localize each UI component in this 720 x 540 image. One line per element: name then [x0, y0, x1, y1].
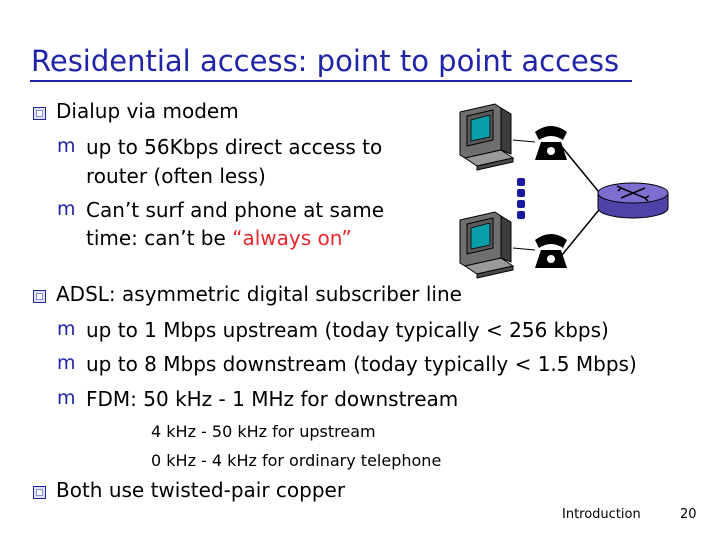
adsl-item-upstream: up to 1 Mbps upstream (today typically <… — [86, 318, 609, 342]
adsl-sub-line-telephone: 0 kHz - 4 kHz for ordinary telephone — [151, 451, 442, 470]
bullet-marker — [33, 107, 46, 120]
slide-title: Residential access: point to point acces… — [31, 44, 620, 78]
computer-icon — [459, 211, 515, 279]
telephone-icon — [535, 234, 567, 268]
adsl-sub-line-upstream: 4 kHz - 50 kHz for upstream — [151, 422, 376, 441]
adsl-item-fdm: FDM: 50 kHz - 1 MHz for downstream — [86, 387, 459, 411]
bullet-marker — [33, 290, 46, 303]
adsl-heading: ADSL: asymmetric digital subscriber line — [56, 282, 462, 306]
title-underline — [30, 80, 632, 82]
dots-icon — [517, 178, 525, 219]
computer-icon — [459, 103, 515, 171]
router-icon — [597, 182, 669, 219]
dialup-item-2-line2: time: can’t be “always on” — [86, 226, 352, 250]
footer-section: Introduction — [562, 507, 641, 522]
adsl-item-downstream: up to 8 Mbps downstream (today typically… — [86, 352, 637, 376]
sub-bullet-marker: m — [57, 352, 76, 374]
sub-bullet-marker: m — [57, 318, 76, 340]
telephone-icon — [535, 126, 567, 160]
final-bullet: Both use twisted-pair copper — [56, 478, 346, 502]
sub-bullet-marker: m — [57, 198, 76, 220]
dialup-heading: Dialup via modem — [56, 99, 239, 123]
bullet-marker — [33, 486, 46, 499]
sub-bullet-marker: m — [57, 135, 76, 157]
footer-page-number: 20 — [680, 507, 697, 522]
dialup-item-2-line2-text: time: can’t be — [86, 226, 233, 250]
dialup-item-2-line1: Can’t surf and phone at same — [86, 198, 385, 222]
dialup-diagram — [459, 103, 669, 279]
dialup-item-1-line1: up to 56Kbps direct access to — [86, 135, 383, 159]
always-on-highlight: “always on” — [232, 226, 352, 250]
sub-bullet-marker: m — [57, 387, 76, 409]
dialup-item-1-line2: router (often less) — [86, 164, 266, 188]
